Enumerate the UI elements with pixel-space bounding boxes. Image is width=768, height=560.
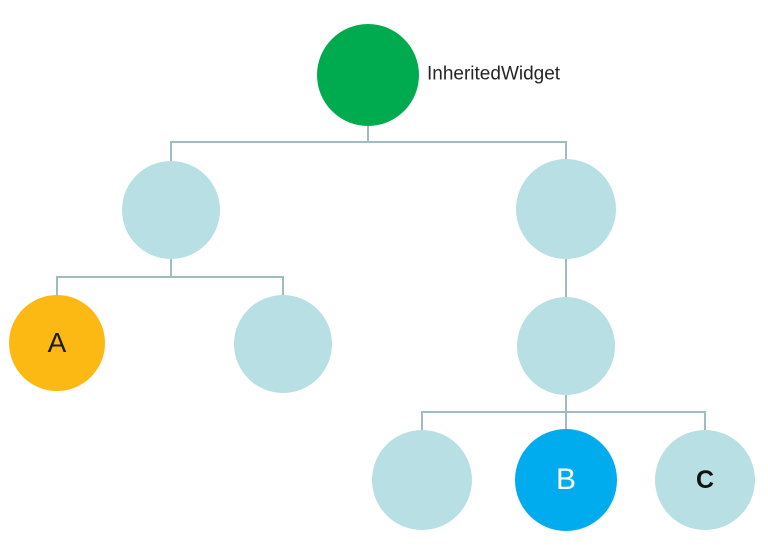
- node-label-widget-a: A: [47, 327, 67, 358]
- node-right-grandchild: [517, 297, 615, 395]
- edge-left-right-drop: [282, 276, 284, 295]
- edge-top-left-drop: [170, 141, 172, 161]
- node-right-child: [516, 159, 616, 259]
- node-inheritedwidget-root: [317, 24, 419, 126]
- node-left-child: [122, 161, 220, 259]
- node-widget-a: A: [9, 295, 105, 391]
- node-label-widget-c: C: [695, 465, 715, 494]
- node-bottom-left-leaf: [372, 430, 472, 530]
- edge-bottom-horizontal: [421, 411, 706, 413]
- edge-root-stub: [367, 125, 369, 143]
- root-node-label: InheritedWidget: [427, 63, 561, 85]
- node-widget-c: C: [655, 430, 755, 530]
- edge-top-horizontal: [170, 141, 567, 143]
- edge-left-left-drop: [56, 276, 58, 296]
- edge-bottom-stub: [565, 395, 567, 413]
- edge-right-chain: [565, 259, 567, 297]
- edge-bottom-mid-drop: [565, 411, 567, 429]
- edge-bottom-left-drop: [421, 411, 423, 430]
- edge-left-stub: [170, 259, 172, 278]
- edge-bottom-right-drop: [704, 411, 706, 430]
- edge-top-right-drop: [565, 141, 567, 159]
- edge-left-horizontal: [56, 276, 284, 278]
- node-left-grandchild: [234, 295, 332, 393]
- node-widget-b: B: [515, 429, 617, 531]
- node-label-widget-b: B: [555, 463, 576, 496]
